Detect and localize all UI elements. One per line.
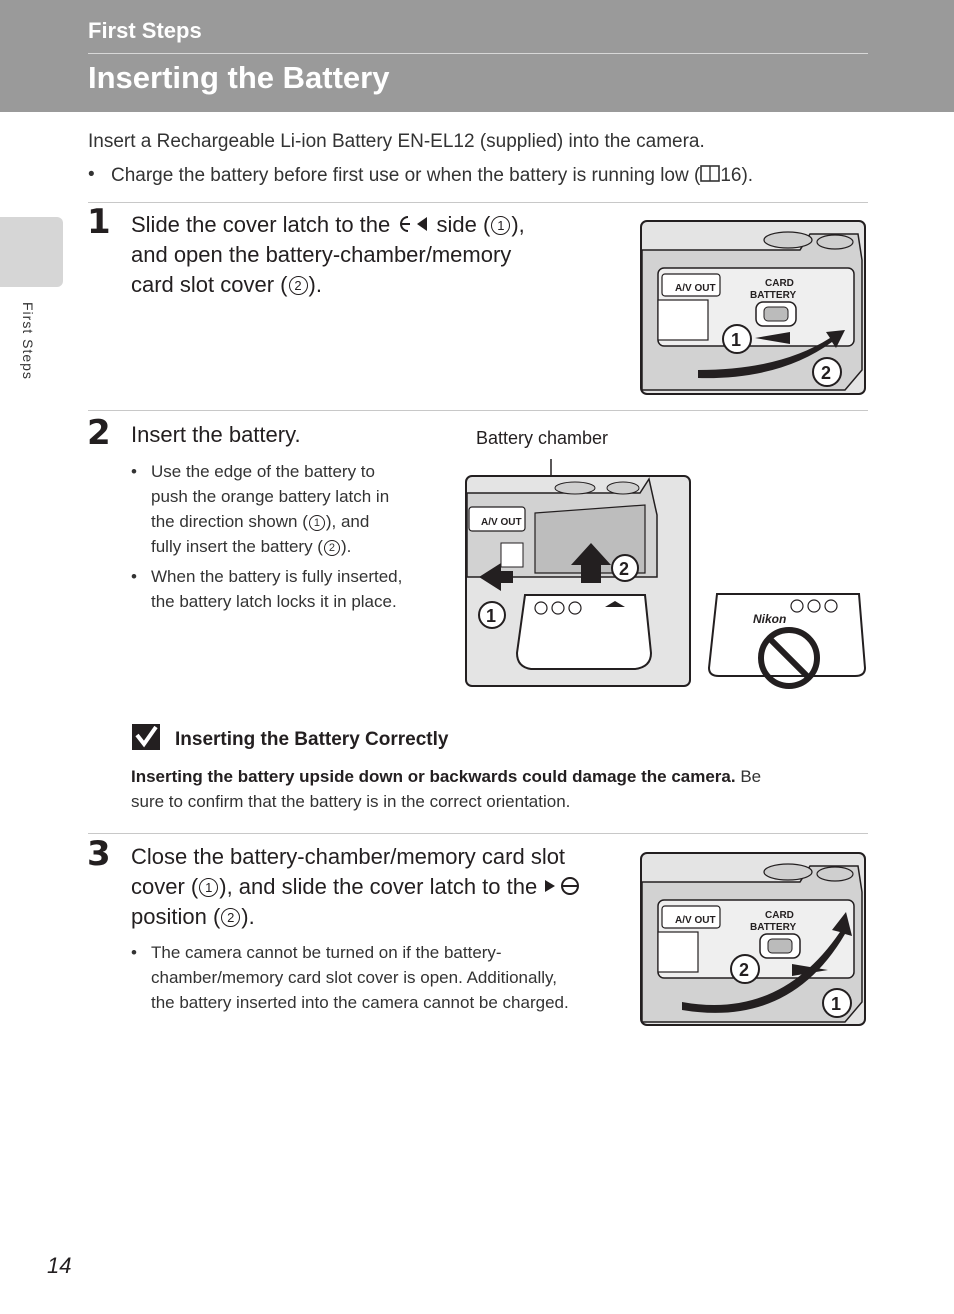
wrong-battery-orientation-illustration: Nikon (707, 593, 867, 689)
svg-text:BATTERY: BATTERY (750, 922, 796, 933)
svg-text:2: 2 (619, 559, 629, 579)
page-number: 14 (47, 1253, 72, 1278)
intro-bullet-text: Charge the battery before first use or w… (111, 165, 701, 186)
svg-text:2: 2 (821, 363, 831, 383)
section-label: First Steps (88, 18, 202, 43)
list-item: • When the battery is fully inserted, th… (131, 567, 403, 611)
side-tab-label: First Steps (20, 302, 36, 380)
bullet-dot: • (88, 164, 95, 185)
step-number-2: 2 (87, 413, 111, 453)
list-item: • The camera cannot be turned on if the … (131, 943, 569, 1012)
step-number-1: 1 (87, 202, 111, 242)
battery-chamber-label: Battery chamber (476, 428, 609, 448)
list-item: • Use the edge of the battery to push th… (131, 462, 390, 556)
step-1-text: Slide the cover latch to the side (1), a… (131, 212, 525, 297)
step-3-text: Close the battery-chamber/memory card sl… (131, 842, 631, 932)
header-band (0, 0, 954, 112)
svg-text:BATTERY: BATTERY (750, 290, 796, 301)
step-1-illustration: A/V OUT CARD BATTERY 1 2 (640, 220, 866, 395)
divider (88, 202, 868, 203)
intro-text: Insert a Rechargeable Li-ion Battery EN-… (88, 131, 705, 152)
circled-number-2: 2 (288, 276, 308, 295)
page-title: Inserting the Battery (88, 60, 390, 95)
divider (88, 410, 868, 411)
step-2-title: Insert the battery. (131, 422, 301, 447)
svg-text:1: 1 (731, 330, 741, 350)
intro-bullet-ref: 16). (720, 165, 754, 186)
circled-number-1: 1 (491, 216, 511, 235)
svg-text:1: 1 (831, 994, 841, 1014)
side-tab[interactable] (0, 217, 63, 287)
svg-text:Nikon: Nikon (753, 612, 786, 626)
note-body: Inserting the battery upside down or bac… (131, 767, 762, 811)
svg-text:CARD: CARD (765, 278, 794, 289)
svg-text:A/V OUT: A/V OUT (481, 517, 522, 528)
open-latch-icon (400, 216, 428, 232)
svg-text:A/V OUT: A/V OUT (675, 283, 716, 294)
svg-text:CARD: CARD (765, 910, 794, 921)
svg-text:1: 1 (486, 606, 496, 626)
divider (88, 833, 868, 834)
step-2-illustration: A/V OUT 1 2 (465, 459, 691, 687)
svg-text:2: 2 (739, 960, 749, 980)
svg-text:A/V OUT: A/V OUT (675, 915, 716, 926)
step-2-bullets: • Use the edge of the battery to push th… (131, 459, 431, 619)
step-3-bullets: • The camera cannot be turned on if the … (131, 940, 611, 1020)
step-number-3: 3 (87, 834, 111, 874)
step-3-illustration: A/V OUT CARD BATTERY 2 1 (640, 852, 866, 1026)
prohibited-icon (758, 627, 820, 689)
lock-latch-icon (545, 877, 580, 895)
checkmark-note-icon (132, 724, 160, 750)
book-reference-icon (700, 165, 721, 182)
header-divider (88, 53, 868, 54)
note-title: Inserting the Battery Correctly (175, 729, 449, 750)
